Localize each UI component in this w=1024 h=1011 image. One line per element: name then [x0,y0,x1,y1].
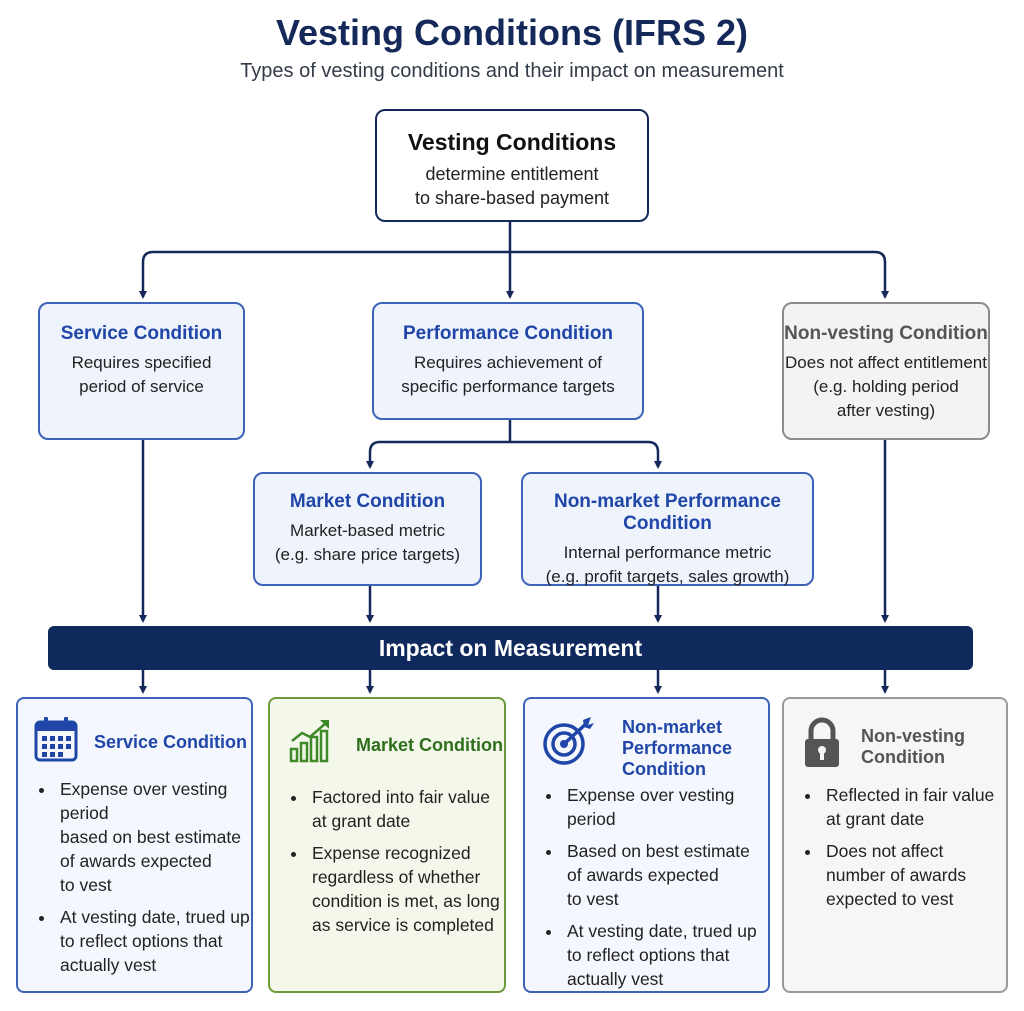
non-market-condition-description: Internal performance metric (e.g. profit… [545,543,790,586]
bar-chart-icon [289,720,329,763]
connector-root-branch [141,250,887,263]
list-item: Expense recognized regardless of whether… [308,841,508,937]
vesting-conditions-heading: Vesting Conditions [407,129,617,155]
impact-on-measurement-bar: Impact on Measurement [48,626,973,670]
market-condition-heading: Market Condition [289,491,446,512]
page-subtitle: Types of vesting conditions and their im… [240,60,784,82]
non-vesting-condition-box: Non-vesting Condition Does not affect en… [782,302,990,440]
lock-icon [805,717,839,767]
list-item: Factored into fair value at grant date [308,785,508,833]
market-condition-box: Market Condition Market-based metric (e.… [253,472,482,586]
non-market-condition-box: Non-market Performance Condition Interna… [521,472,814,586]
market-condition-card: Market Condition Factored into fair valu… [268,697,506,993]
list-item: Based on best estimate of awards expecte… [563,839,773,911]
market-card-bullets: Factored into fair value at grant date E… [286,785,508,945]
target-icon [543,717,594,765]
service-condition-box: Service Condition Requires specified per… [38,302,245,440]
list-item: At vesting date, trued up to reflect opt… [563,919,773,991]
service-card-title: Service Condition [94,732,248,752]
service-card-bullets: Expense over vesting period based on bes… [34,777,256,985]
non-market-card-bullets: Expense over vesting period Based on bes… [541,783,773,999]
market-condition-description: Market-based metric (e.g. share price ta… [274,521,461,564]
non-vesting-condition-heading: Non-vesting Condition [784,323,988,344]
connector-performance-branch [368,440,660,453]
non-market-condition-card: Non-market Performance Condition Expense… [523,697,770,993]
list-item: Expense over vesting period based on bes… [56,777,256,897]
performance-condition-heading: Performance Condition [402,323,614,344]
non-vesting-card-title: Non-vesting Condition [861,726,966,767]
list-item: Does not affect number of awards expecte… [822,839,1012,911]
performance-condition-box: Performance Condition Requires achieveme… [372,302,644,420]
page-title: Vesting Conditions (IFRS 2) [275,12,748,53]
service-condition-description: Requires specified period of service [71,353,212,396]
calendar-icon [34,717,78,762]
list-item: At vesting date, trued up to reflect opt… [56,905,256,977]
performance-condition-description: Requires achievement of specific perform… [401,353,615,396]
non-market-condition-heading: Non-market Performance Condition [553,491,782,534]
vesting-conditions-box: Vesting Conditions determine entitlement… [375,109,649,222]
service-condition-card: Service Condition Expense over vesting p… [16,697,253,993]
non-vesting-card-bullets: Reflected in fair value at grant date Do… [800,783,1012,919]
list-item: Expense over vesting period [563,783,773,831]
vesting-conditions-description: determine entitlement to share-based pay… [414,164,610,208]
service-condition-heading: Service Condition [60,323,223,344]
market-card-title: Market Condition [356,735,503,755]
non-market-card-title: Non-market Performance Condition [622,717,733,779]
list-item: Reflected in fair value at grant date [822,783,1012,831]
non-vesting-condition-description: Does not affect entitlement (e.g. holdin… [785,353,987,420]
non-vesting-condition-card: Non-vesting Condition Reflected in fair … [782,697,1008,993]
